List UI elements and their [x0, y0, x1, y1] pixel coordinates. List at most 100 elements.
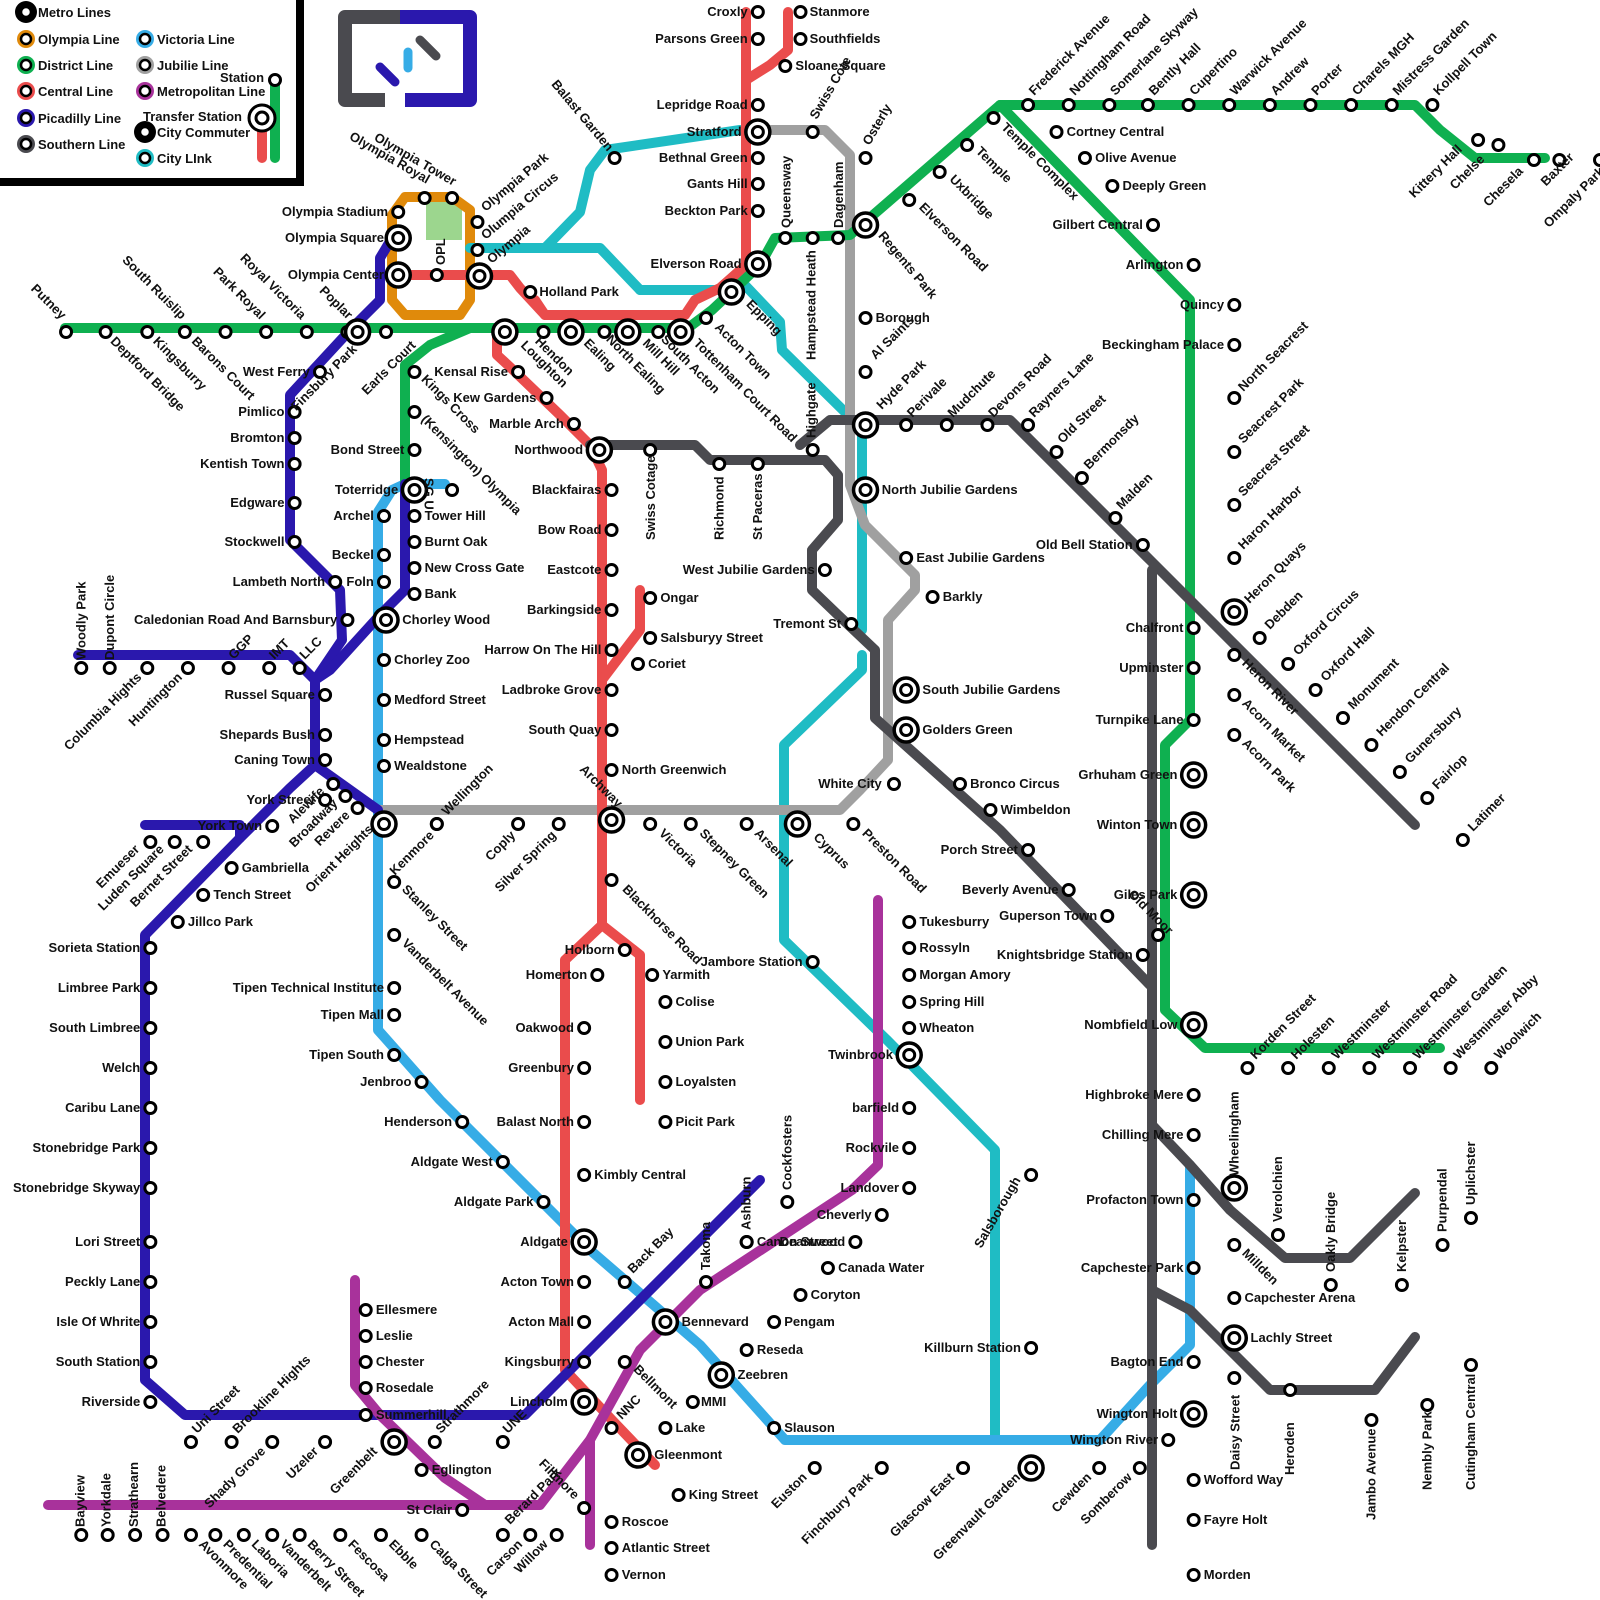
station-somberow[interactable] — [1134, 1463, 1145, 1474]
station-nembly-park[interactable] — [1422, 1400, 1433, 1411]
station-summerhill[interactable] — [360, 1410, 371, 1421]
station-capchester-park[interactable] — [1188, 1263, 1199, 1274]
station-westminster-garden[interactable] — [1405, 1063, 1416, 1074]
station-olympia[interactable] — [467, 264, 491, 288]
station-olive-avenue[interactable] — [1079, 153, 1090, 164]
station-bently-hall[interactable] — [1142, 100, 1153, 111]
station-bronco-circus[interactable] — [955, 779, 966, 790]
station-stonebridge-skyway[interactable] — [145, 1183, 156, 1194]
station-barons-court[interactable] — [220, 327, 231, 338]
station-hendon-central[interactable] — [1366, 740, 1377, 751]
station-lambeth-north[interactable] — [330, 577, 341, 588]
station-fayre-holt[interactable] — [1188, 1515, 1199, 1526]
station-medford-street[interactable] — [379, 695, 390, 706]
station-white-city[interactable] — [888, 779, 899, 790]
station-shady-grove[interactable] — [267, 1437, 278, 1448]
station-south-ruislip[interactable] — [179, 327, 190, 338]
station-aldgate-west[interactable] — [497, 1157, 508, 1168]
station-olympia-stadium[interactable] — [393, 207, 404, 218]
station-edgware[interactable] — [289, 498, 300, 509]
station-strathearn[interactable] — [130, 1530, 141, 1541]
station-knightsbridge-station[interactable] — [1137, 950, 1148, 961]
station-kensington-olympia[interactable] — [409, 407, 420, 418]
station-queensway[interactable] — [780, 233, 791, 244]
station-back-bay[interactable] — [619, 1277, 630, 1288]
station-hyde-park[interactable] — [854, 413, 878, 437]
station-south-quay[interactable] — [606, 725, 617, 736]
station-dupont-circle[interactable] — [104, 663, 115, 674]
station-bank[interactable] — [409, 589, 420, 600]
station-wealdstone[interactable] — [379, 761, 390, 772]
station-marble-arch[interactable] — [568, 419, 579, 430]
station-welch[interactable] — [145, 1063, 156, 1074]
station-oxford-circus[interactable] — [1283, 659, 1294, 670]
station-arlington[interactable] — [1188, 260, 1199, 271]
station-oxford-hall[interactable] — [1310, 685, 1321, 696]
station-vanderbelt[interactable] — [267, 1530, 278, 1541]
station-southfields[interactable] — [795, 34, 806, 45]
station-une[interactable] — [497, 1437, 508, 1448]
station-lake[interactable] — [660, 1423, 671, 1434]
station-earls-court[interactable] — [381, 327, 392, 338]
station-chorley-zoo[interactable] — [379, 655, 390, 666]
station-brookline-hights[interactable] — [226, 1437, 237, 1448]
station-south-limbree[interactable] — [145, 1023, 156, 1034]
station-harrow-on-the-hill[interactable] — [606, 645, 617, 656]
station-st-clair[interactable] — [457, 1505, 468, 1516]
station-al-saints[interactable] — [860, 367, 871, 378]
station-profacton-town[interactable] — [1188, 1195, 1199, 1206]
station-chorley-wood[interactable] — [374, 608, 398, 632]
station-gambriella[interactable] — [226, 863, 237, 874]
station-kelpster[interactable] — [1396, 1280, 1407, 1291]
station-blackhorse-road[interactable] — [606, 875, 617, 886]
station-perivale[interactable] — [901, 420, 912, 431]
station-isle-of-whrite[interactable] — [145, 1317, 156, 1328]
station-tower-hill[interactable] — [409, 511, 420, 522]
station-killburn-station[interactable] — [1026, 1343, 1037, 1354]
station-colise[interactable] — [660, 997, 671, 1008]
station-kentish-town[interactable] — [289, 459, 300, 470]
station-westminster-road[interactable] — [1364, 1063, 1375, 1074]
station-temple-complex[interactable] — [988, 113, 999, 124]
station-epping[interactable] — [719, 280, 743, 304]
station-deeply-green[interactable] — [1107, 181, 1118, 192]
station-wellington[interactable] — [431, 819, 442, 830]
station-llc[interactable] — [294, 663, 305, 674]
station-wheaton[interactable] — [904, 1023, 915, 1034]
station-atlantic-street[interactable] — [606, 1543, 617, 1554]
station-porter[interactable] — [1305, 100, 1316, 111]
station-loughton[interactable] — [493, 320, 517, 344]
station-lachly-street[interactable] — [1222, 1326, 1246, 1350]
station-archel[interactable] — [379, 511, 390, 522]
station-mmi[interactable] — [687, 1397, 698, 1408]
station-peckly-lane[interactable] — [145, 1277, 156, 1288]
station-devons-road[interactable] — [982, 420, 993, 431]
station-lori-street[interactable] — [145, 1237, 156, 1248]
station-silver-spring[interactable] — [553, 819, 564, 830]
station-beckel[interactable] — [379, 550, 390, 561]
station-bow-road[interactable] — [606, 525, 617, 536]
station-yarmith[interactable] — [647, 970, 658, 981]
station-aldgate-park[interactable] — [538, 1197, 549, 1208]
station-stonebridge-park[interactable] — [145, 1143, 156, 1154]
station-canon-street[interactable] — [741, 1237, 752, 1248]
station-chelse[interactable] — [1493, 140, 1504, 151]
station-rossyln[interactable] — [904, 943, 915, 954]
station-blackfairas[interactable] — [606, 485, 617, 496]
station-loyalsten[interactable] — [660, 1077, 671, 1088]
station-malden[interactable] — [1110, 513, 1121, 524]
station-aldgate[interactable] — [572, 1230, 596, 1254]
station-opl[interactable] — [431, 270, 442, 281]
station-bernet-street[interactable] — [198, 837, 209, 848]
station-latimer[interactable] — [1457, 835, 1468, 846]
station-north-seacrest[interactable] — [1229, 393, 1240, 404]
station-jillco-park[interactable] — [172, 917, 183, 928]
station-olympia-square[interactable] — [386, 226, 410, 250]
station-strathmore[interactable] — [429, 1437, 440, 1448]
station-balast-north[interactable] — [579, 1117, 590, 1128]
station-king-street[interactable] — [673, 1490, 684, 1501]
station-zeebren[interactable] — [709, 1363, 733, 1387]
station-stanley-street[interactable] — [389, 877, 400, 888]
station-dagenham[interactable] — [833, 233, 844, 244]
station-swiss-cotage[interactable] — [645, 445, 656, 456]
